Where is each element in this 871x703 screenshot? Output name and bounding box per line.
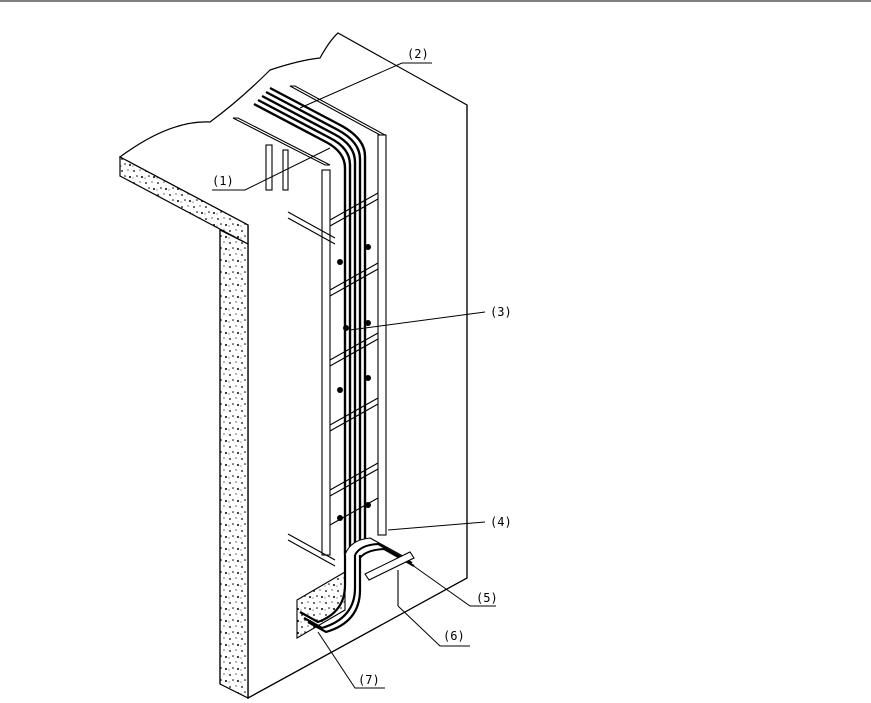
callout-2: (2)	[407, 47, 429, 61]
wall-structure	[120, 33, 467, 698]
callout-7: (7)	[358, 673, 380, 687]
callout-5: (5)	[476, 591, 498, 605]
callout-1: (1)	[212, 174, 234, 188]
callout-4: (4)	[490, 515, 512, 529]
callout-6: (6)	[443, 629, 465, 643]
callout-3: (3)	[490, 305, 512, 319]
